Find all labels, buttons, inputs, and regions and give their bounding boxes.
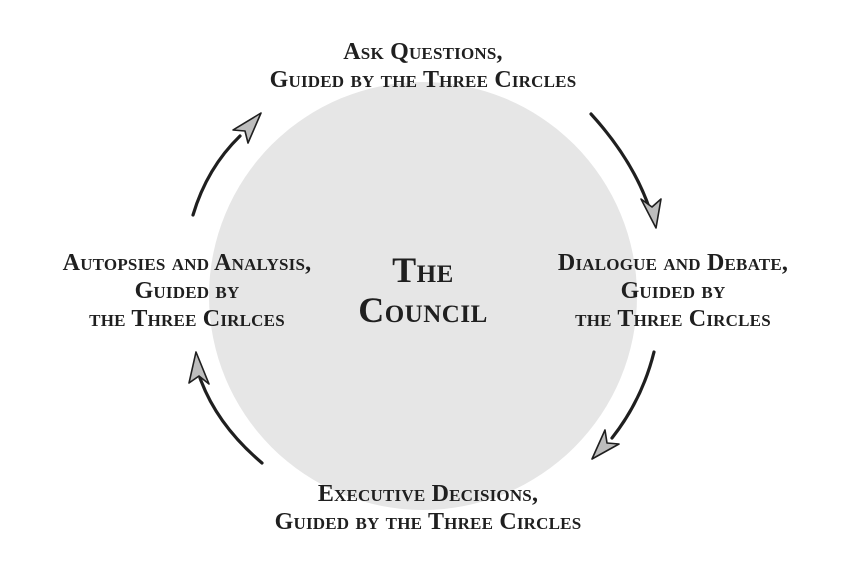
node-top-line-2: Guided by the Three Circles bbox=[269, 67, 577, 93]
arrowhead-bottom-to-left bbox=[188, 351, 210, 385]
node-bottom-line-2: Guided by the Three Circles bbox=[274, 509, 582, 535]
arrow-right-to-bottom bbox=[610, 350, 656, 440]
council-circle-background bbox=[209, 82, 637, 510]
node-executive-decisions: Executive Decisions, Guided by the Three… bbox=[200, 480, 656, 536]
node-top-line-1: Ask Questions, bbox=[343, 39, 503, 65]
arrowhead-left-to-top bbox=[232, 112, 262, 144]
node-right-line-3: the Three Circles bbox=[575, 306, 771, 332]
node-dialogue-and-debate: Dialogue and Debate, Guided by the Three… bbox=[528, 249, 818, 333]
arrowhead-right-to-bottom bbox=[591, 429, 620, 460]
arrow-bottom-to-left bbox=[198, 376, 264, 465]
node-left-line-2: Guided by bbox=[134, 278, 240, 304]
arrow-top-to-right bbox=[589, 112, 652, 212]
arrow-left-to-top bbox=[191, 134, 242, 217]
node-autopsies-and-analysis: Autopsies and Analysis, Guided by the Th… bbox=[22, 249, 352, 333]
node-left-line-3: the Three Cirlces bbox=[89, 306, 285, 332]
center-title-line-1: The bbox=[392, 250, 454, 290]
node-bottom-line-1: Executive Decisions, bbox=[317, 481, 539, 507]
node-right-line-2: Guided by bbox=[620, 278, 726, 304]
node-ask-questions: Ask Questions, Guided by the Three Circl… bbox=[200, 38, 646, 94]
center-title-line-2: Council bbox=[358, 290, 488, 330]
arrowhead-top-to-right bbox=[640, 198, 662, 229]
center-title: The Council bbox=[333, 250, 513, 330]
node-right-line-1: Dialogue and Debate, bbox=[557, 250, 789, 276]
node-left-line-1: Autopsies and Analysis, bbox=[62, 250, 312, 276]
